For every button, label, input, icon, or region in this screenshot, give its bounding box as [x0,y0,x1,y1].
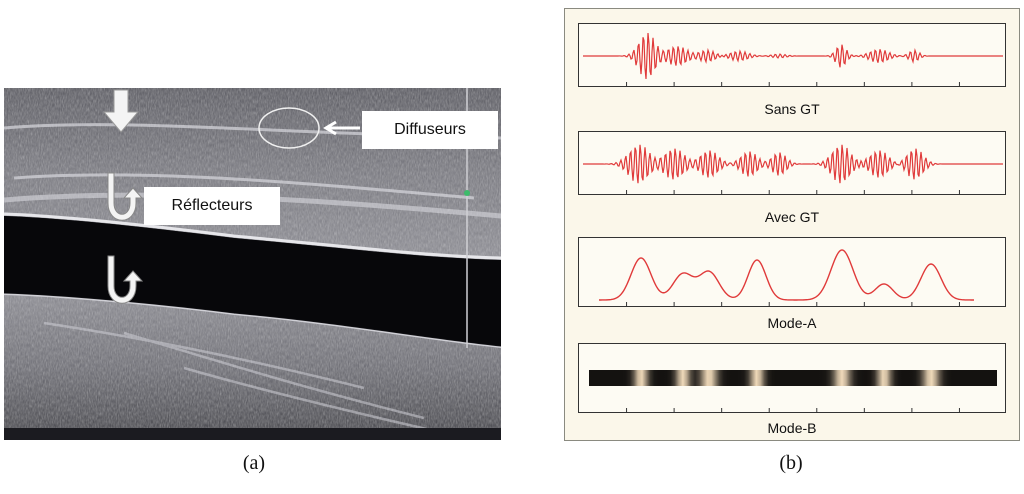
reflecteurs-label: Réflecteurs [144,187,280,225]
signal-avec-gt [579,132,1007,196]
signal-mode-b [579,344,1007,414]
diffuseurs-ellipse [259,108,319,148]
caption-a: (a) [224,452,284,475]
reflect-arrow-icon [108,256,142,303]
plot-avec-gt [578,131,1006,195]
label-avec-gt: Avec GT [578,209,1006,225]
plot-mode-a [578,237,1006,307]
down-arrow-icon [104,90,138,132]
label-sans-gt: Sans GT [578,101,1006,117]
caption-b: (b) [761,452,821,475]
signal-mode-a [579,238,1007,308]
plot-mode-b [578,343,1006,413]
signal-sans-gt [579,24,1007,88]
diffuseurs-arrow [326,122,360,134]
plot-sans-gt [578,23,1006,87]
reflect-arrow-icon [108,173,142,220]
signal-panel: Sans GT Avec GT Mode-A Mode-B [564,8,1020,441]
label-mode-a: Mode-A [578,315,1006,331]
ultrasound-image-panel: Diffuseurs Réflecteurs [4,88,501,440]
diffuseurs-label: Diffuseurs [362,111,498,149]
label-mode-b: Mode-B [578,420,1006,436]
